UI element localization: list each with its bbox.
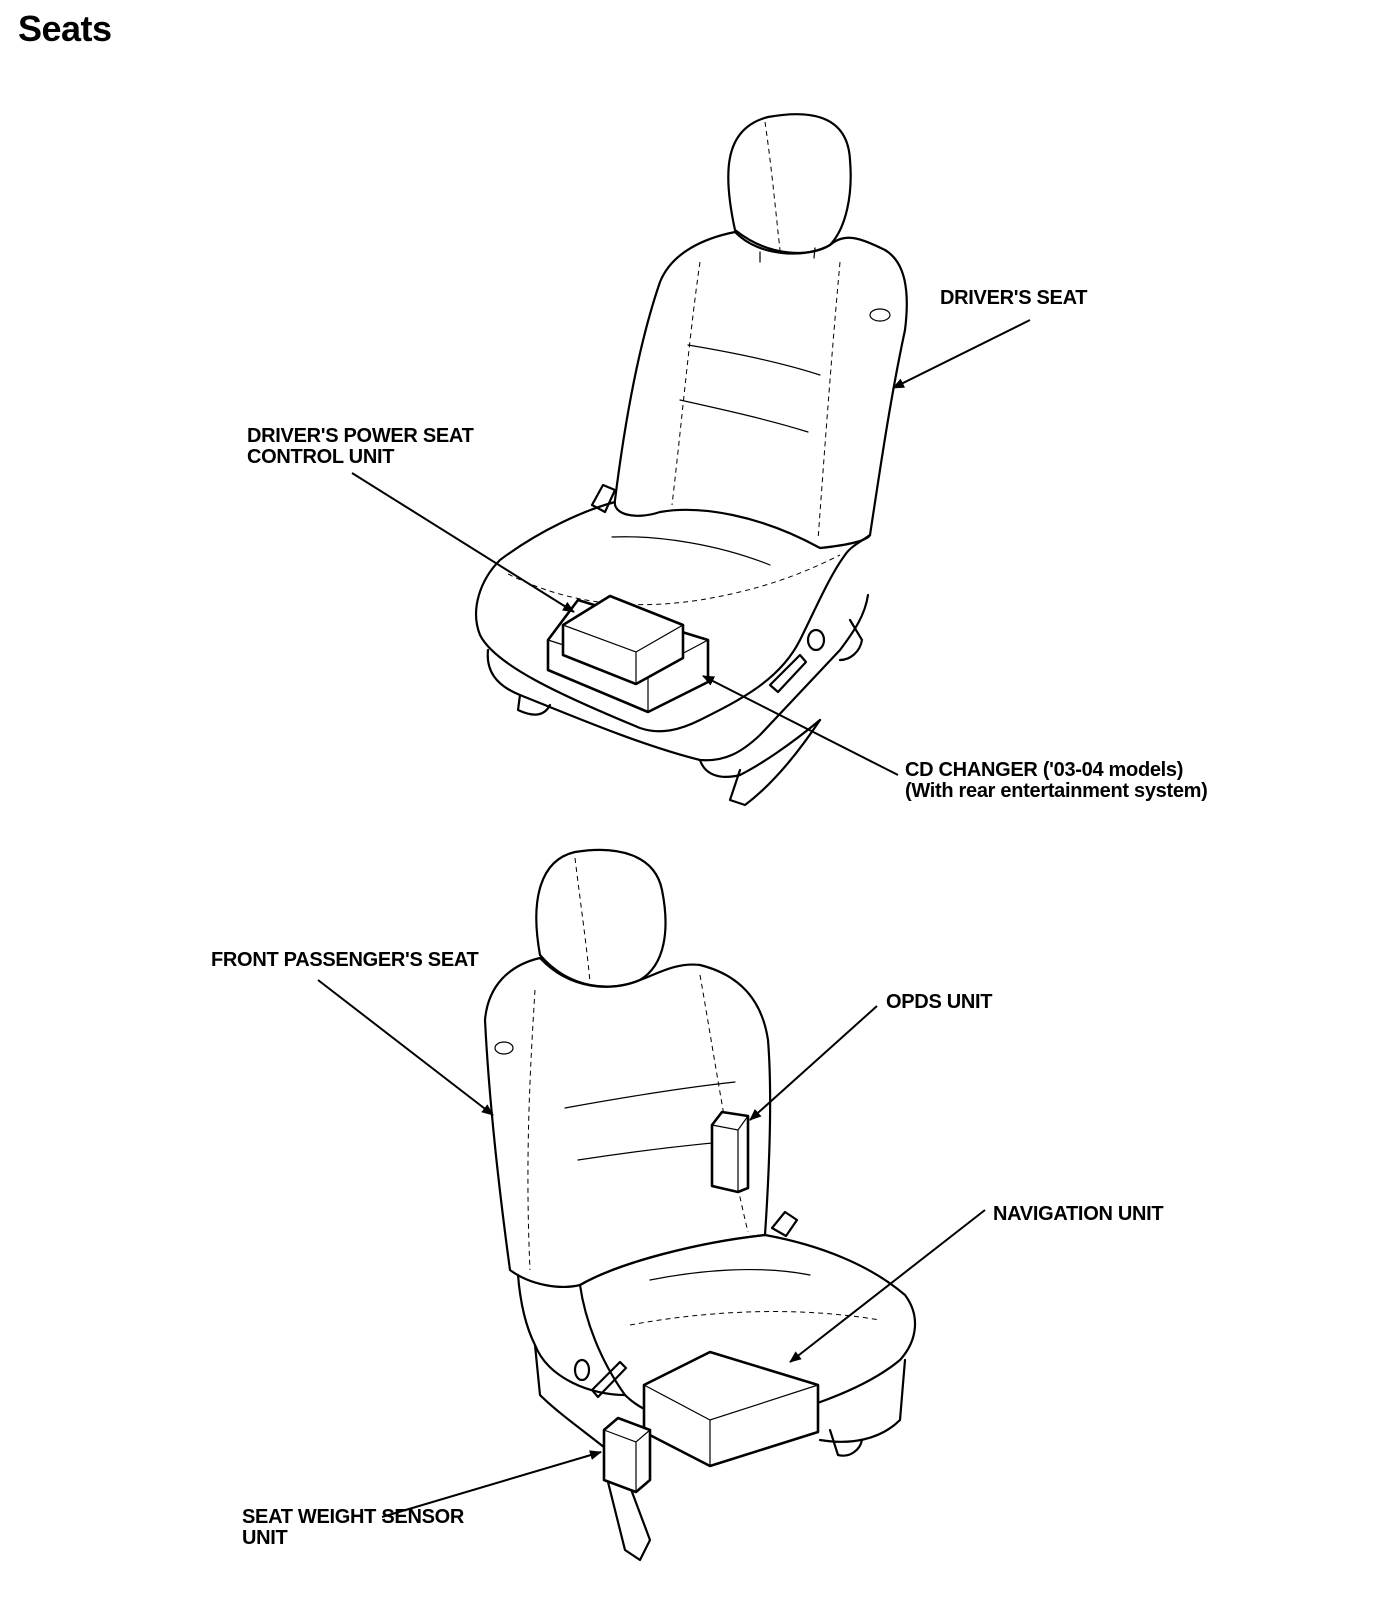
cd-changer-label: CD CHANGER ('03-04 models) (With rear en… xyxy=(905,760,1208,802)
seat-weight-sensor-unit-box xyxy=(602,1416,652,1494)
page-title: Seats xyxy=(18,8,112,49)
power-seat-control-unit-label-line1: DRIVER'S POWER SEAT xyxy=(247,425,474,447)
seat-weight-sensor-unit-leader xyxy=(381,1450,602,1518)
opds-unit-leader xyxy=(749,1005,878,1121)
cd-changer-label-line2: (With rear entertainment system) xyxy=(905,780,1208,802)
leader-lines xyxy=(317,319,1031,1518)
seat-weight-sensor-unit-label: SEAT WEIGHT SENSOR UNIT xyxy=(242,1507,464,1549)
drivers-seat-headrest xyxy=(727,113,852,254)
power-seat-control-unit-label-line2: CONTROL UNIT xyxy=(247,446,395,468)
front-passengers-seat-illustration xyxy=(483,848,917,1562)
navigation-unit-label: NAVIGATION UNIT xyxy=(993,1203,1164,1225)
navigation-unit-leader xyxy=(789,1209,986,1363)
opds-unit-box xyxy=(710,1110,750,1194)
drivers-seat-leader xyxy=(892,319,1031,389)
drivers-seat-backrest xyxy=(613,230,908,550)
power-seat-control-unit-label: DRIVER'S POWER SEAT CONTROL UNIT xyxy=(247,426,474,468)
front-passengers-seat-label: FRONT PASSENGER'S SEAT xyxy=(211,949,479,971)
cd-changer-leader xyxy=(702,675,899,776)
passenger-seat-headrest xyxy=(535,848,667,988)
seat-weight-sensor-unit-label-line1: SEAT WEIGHT SENSOR xyxy=(242,1506,465,1528)
drivers-seat-cushion xyxy=(475,500,872,733)
drivers-seat-illustration xyxy=(475,113,908,807)
cd-changer-label-line1: CD CHANGER ('03-04 models) xyxy=(905,759,1184,781)
drivers-seat-label: DRIVER'S SEAT xyxy=(940,287,1088,309)
power-seat-control-unit-box xyxy=(561,594,685,686)
opds-unit-label: OPDS UNIT xyxy=(886,991,993,1013)
navigation-unit-box xyxy=(642,1350,820,1468)
seat-weight-sensor-unit-label-line2: UNIT xyxy=(242,1527,288,1549)
front-passengers-seat-leader xyxy=(317,979,494,1116)
power-seat-control-unit-leader xyxy=(351,472,575,613)
